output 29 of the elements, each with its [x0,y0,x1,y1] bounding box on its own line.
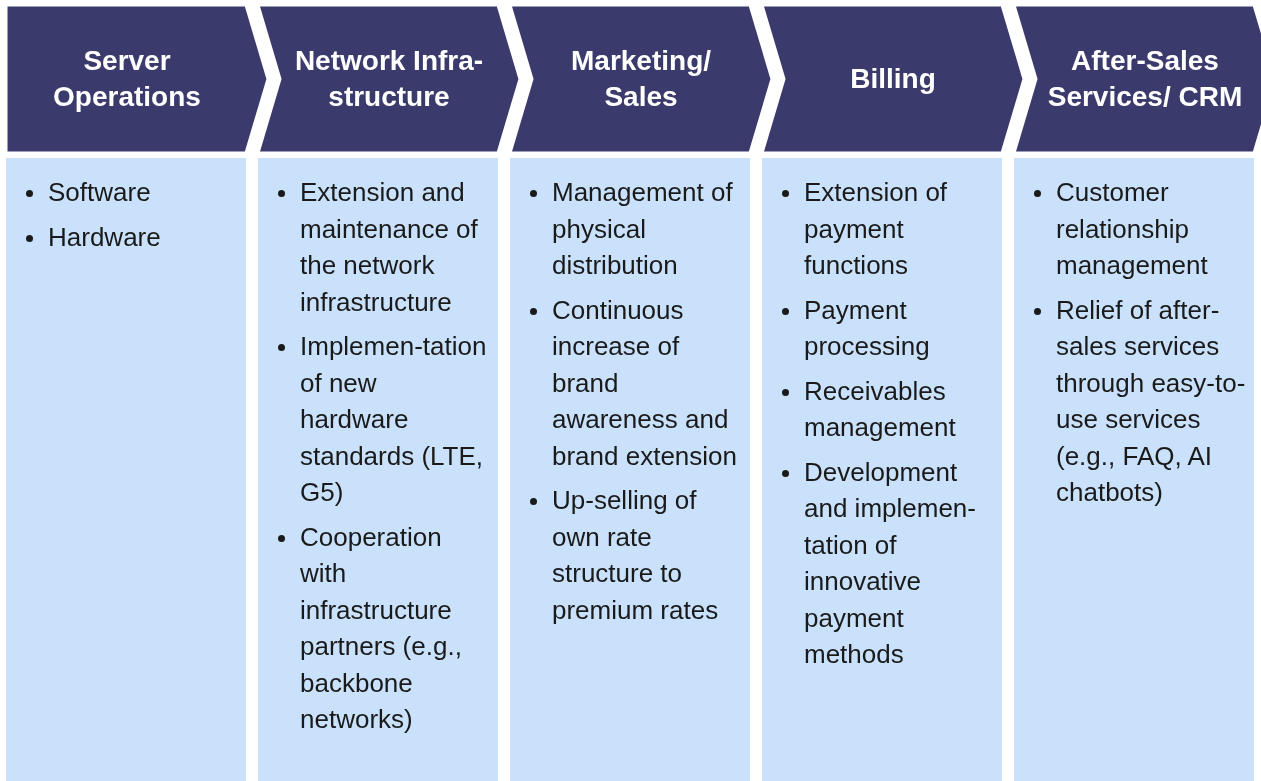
bullet-item: Management of physical distribution [552,176,734,282]
column-panel [510,158,750,781]
bullet-item: Up-selling of own rate structure to premium rates [552,484,720,627]
column-panel [1014,158,1254,781]
bullet-item: Development and implemen-tation of innovative payment methods [804,455,977,671]
column-panel [258,158,498,781]
bullet-item: Software [48,176,152,209]
bullet-item: Payment processing [804,293,931,363]
stage-title: After-Sales Services/ CRM [1046,44,1244,114]
bullet-item: Extension and maintenance of the network infrastructure [300,176,479,319]
stage-header-banner [258,5,520,153]
stage-title: Marketing/ Sales [570,44,712,114]
column-panel [762,158,1002,781]
stage-header-banner [1014,5,1261,153]
bullet-item: Implemen-tation of new hardware standards (LTE, G5) [300,330,488,509]
bullet-item: Extension of payment functions [804,176,949,282]
stage-header-banner [6,5,268,153]
bullet-item: Hardware [48,220,162,254]
stage-title: Server Operations [52,44,202,114]
bullet-item: Cooperation with infrastructure partners (e.g., backbone networks) [300,520,463,736]
bullet-item: Receivables management [804,374,957,444]
bullet-item: Customer relationship management [1056,176,1209,282]
stage-header-banner [510,5,772,153]
column-panel [6,158,246,781]
stage-title: Network Infra-structure [293,44,485,114]
stage-header-banner [762,5,1024,153]
bullet-item: Relief of after-sales services through easy-to-use services (e.g., FAQ, AI chatbots) [1056,293,1246,509]
bullet-item: Continuous increase of brand awareness and brand extension [552,293,739,473]
stage-title: Billing [850,62,936,96]
